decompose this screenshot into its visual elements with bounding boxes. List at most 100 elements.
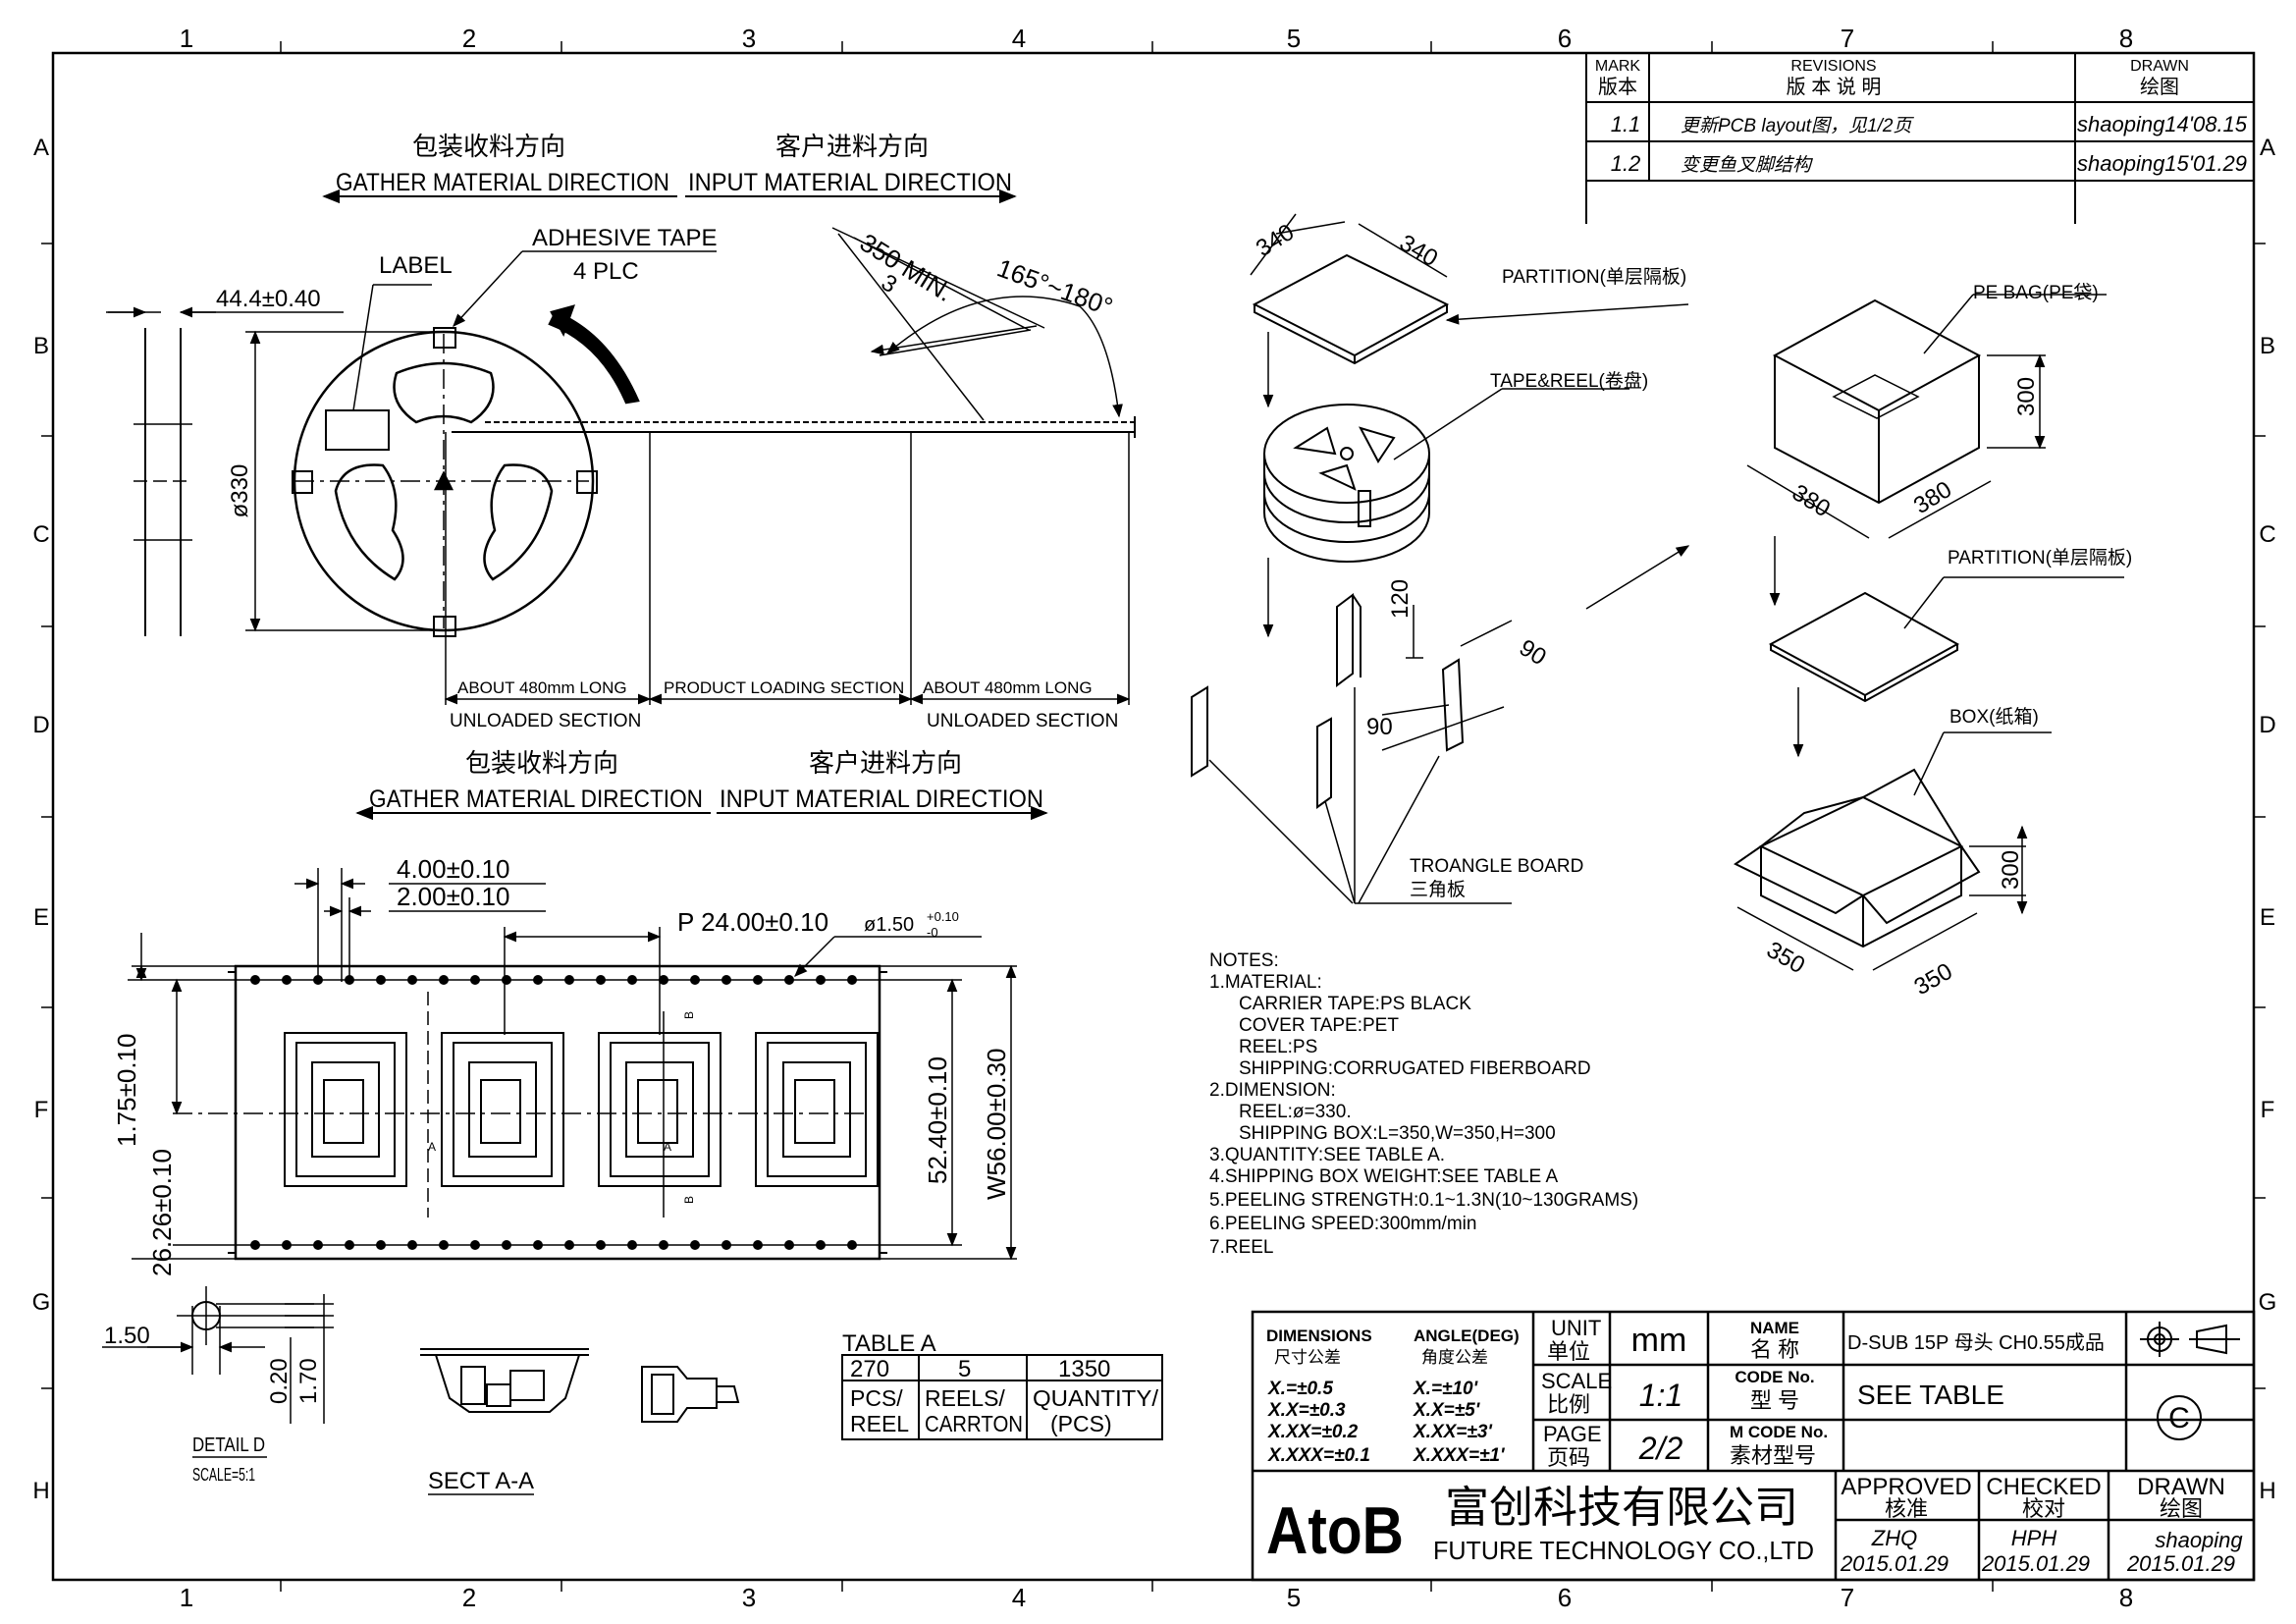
tb-revision-letter: C <box>2168 1402 2190 1435</box>
col-marker: 5 <box>1287 24 1301 53</box>
adhesive-tape-callout: ADHESIVE TAPE <box>532 225 718 251</box>
row-marker: H <box>32 1478 49 1504</box>
tb-code-en: CODE No. <box>1735 1368 1814 1386</box>
col-marker: 7 <box>1841 1583 1854 1612</box>
tb-dimensions-cn: 尺寸公差 <box>1274 1348 1341 1367</box>
table-a-header: PCS/ <box>850 1385 903 1411</box>
note-line: 5.PEELING STRENGTH:0.1~1.3N(10~130GRAMS) <box>1209 1190 1638 1211</box>
iso-partition-mid <box>1768 576 2124 758</box>
input-direction-en-2: INPUT MATERIAL DIRECTION <box>720 785 1043 813</box>
dim-1-75: 1.75±0.10 <box>112 1034 141 1147</box>
note-line: SHIPPING:CORRUGATED FIBERBOARD <box>1239 1058 1591 1079</box>
row-marker: C <box>32 521 49 548</box>
projection-symbol-icon <box>2140 1322 2240 1357</box>
section-a-a <box>420 1348 740 1423</box>
company-logo: AtoB <box>1266 1493 1404 1568</box>
gather-direction-cn: 包装收料方向 <box>412 132 565 161</box>
hole-tol-up: +0.10 <box>927 909 959 924</box>
tb-checked-date: 2015.01.29 <box>1981 1551 2090 1576</box>
tb-checked-cn: 校对 <box>2022 1496 2065 1521</box>
company-name-en: FUTURE TECHNOLOGY CO.,LTD <box>1433 1536 1814 1565</box>
col-marker: 5 <box>1287 1583 1301 1612</box>
gather-direction-en: GATHER MATERIAL DIRECTION <box>336 169 669 196</box>
section-mark-b: B <box>682 1011 696 1019</box>
rev-row-mark: 1.1 <box>1611 112 1641 136</box>
tb-drawn-cn: 绘图 <box>2160 1496 2203 1521</box>
unloaded-section-right: UNLOADED SECTION <box>927 711 1118 731</box>
about-480-left: ABOUT 480mm LONG <box>457 678 627 697</box>
note-line: 6.PEELING SPEED:300mm/min <box>1209 1214 1476 1234</box>
table-a-cell: 1350 <box>1058 1356 1110 1382</box>
frame-row-markers-left: A B C D E F G H <box>32 135 51 1504</box>
iso-dim-300-a: 300 <box>2013 377 2040 416</box>
row-marker: E <box>2260 904 2275 931</box>
row-marker: A <box>2260 135 2275 161</box>
rev-row-desc: 变更鱼叉脚结构 <box>1681 154 1814 176</box>
about-480-right: ABOUT 480mm LONG <box>923 678 1093 697</box>
tb-name-cn: 名 称 <box>1750 1337 1799 1362</box>
pitch-dim: P 24.00±0.10 <box>677 907 828 937</box>
section-mark-a: A <box>428 1140 436 1154</box>
col-marker: 1 <box>180 24 193 53</box>
row-marker: B <box>33 333 49 359</box>
dim-52-40: 52.40±0.10 <box>923 1056 952 1184</box>
input-direction-en: INPUT MATERIAL DIRECTION <box>688 169 1012 196</box>
carrier-tape-view <box>128 868 1017 1261</box>
detail-dim-0-20: 0.20 <box>266 1358 293 1404</box>
iso-triangle-boards <box>1191 545 1690 904</box>
tb-tol: X.X=±0.3 <box>1267 1400 1346 1421</box>
label-callout: LABEL <box>379 252 453 279</box>
row-marker: F <box>2261 1097 2275 1123</box>
iso-dim-300-b: 300 <box>1998 850 2024 890</box>
frame-ticks <box>41 41 2266 1592</box>
note-line: REEL:PS <box>1239 1037 1317 1057</box>
tb-approved-cn: 核准 <box>1885 1496 1928 1521</box>
rev-row-drawn: shaoping14'08.15 <box>2077 112 2248 136</box>
tb-mcode-cn: 素材型号 <box>1730 1443 1816 1468</box>
table-a-title: TABLE A <box>842 1330 936 1357</box>
pe-bag-label: PE BAG(PE袋) <box>1973 282 2099 303</box>
iso-dim-350-b: 350 <box>1910 958 1957 1001</box>
col-marker: 2 <box>462 1583 476 1612</box>
iso-dim-380-a: 380 <box>1788 479 1835 522</box>
tb-page-value: 2/2 <box>1638 1431 1683 1466</box>
adhesive-tape-qty: 4 PLC <box>573 258 639 285</box>
rev-header-revisions-cn: 版 本 说 明 <box>1787 76 1882 98</box>
table-a-header: REEL <box>850 1411 909 1436</box>
col-marker: 6 <box>1558 1583 1572 1612</box>
col-marker: 8 <box>2119 24 2133 53</box>
col-marker: 4 <box>1012 24 1026 53</box>
gather-direction-cn-2: 包装收料方向 <box>465 748 618 778</box>
row-marker: B <box>2260 333 2275 359</box>
tb-scale-cn: 比例 <box>1547 1392 1590 1417</box>
rev-row-mark: 1.2 <box>1611 151 1641 176</box>
detail-dim-1-70: 1.70 <box>295 1358 322 1404</box>
tb-checked-en: CHECKED <box>1986 1474 2101 1500</box>
tb-tol: X.XX=±0.2 <box>1267 1422 1359 1442</box>
product-loading-section: PRODUCT LOADING SECTION <box>664 678 904 697</box>
tb-scale-en: SCALE <box>1541 1369 1612 1393</box>
title-block: DIMENSIONS 尺寸公差 ANGLE(DEG) 角度公差 X.=±0.5 … <box>1251 1310 2256 1582</box>
note-line: REEL:ø=330. <box>1239 1102 1352 1122</box>
tb-drawn-en: DRAWN <box>2137 1474 2225 1500</box>
tb-atol: X.X=±5' <box>1413 1400 1481 1421</box>
note-line: CARRIER TAPE:PS BLACK <box>1239 994 1471 1014</box>
top-direction-labels: 包装收料方向 GATHER MATERIAL DIRECTION 客户进料方向 … <box>322 132 1017 204</box>
tb-unit-cn: 单位 <box>1547 1339 1590 1364</box>
iso-dim-90-a: 90 <box>1515 634 1551 671</box>
tb-atol: X.=±10' <box>1413 1379 1479 1399</box>
rev-header-revisions-en: REVISIONS <box>1790 58 1876 75</box>
row-marker: F <box>34 1097 49 1123</box>
dim-26-26: 26.26±0.10 <box>147 1149 177 1276</box>
col-marker: 7 <box>1841 24 1854 53</box>
frame-col-markers-bottom: 1 2 3 4 5 6 7 8 <box>180 1583 2133 1612</box>
iso-dim-340-a: 340 <box>1252 219 1299 262</box>
row-marker: D <box>2259 712 2275 738</box>
tb-angle-en: ANGLE(DEG) <box>1414 1326 1520 1345</box>
tape-width-dim: 44.4±0.40 <box>216 286 321 312</box>
tb-code-value: SEE TABLE <box>1857 1380 2004 1410</box>
tb-unit-value: mm <box>1631 1322 1687 1359</box>
rev-header-mark-cn: 版本 <box>1598 76 1637 98</box>
unloaded-section-left: UNLOADED SECTION <box>450 711 641 731</box>
row-marker: E <box>33 904 49 931</box>
